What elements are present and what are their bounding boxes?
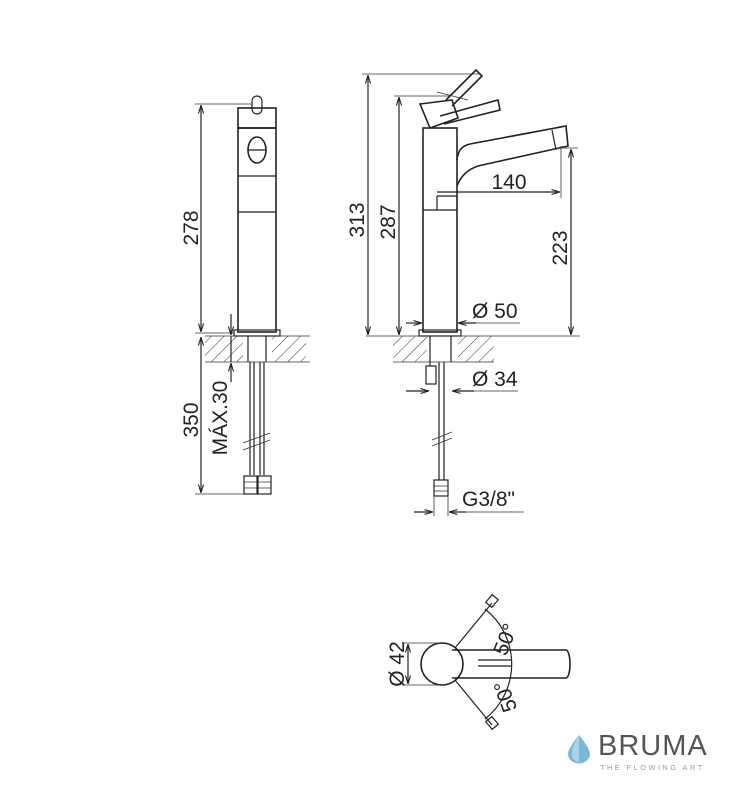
- side-lever-top: [445, 68, 484, 107]
- front-hose-nut-right: [257, 475, 272, 495]
- side-spout: [456, 125, 569, 187]
- countertop-hatch-left: [205, 336, 243, 362]
- side-fixing-nut: [425, 365, 437, 385]
- side-view: [362, 68, 580, 516]
- brand-name: BRUMA: [598, 730, 708, 762]
- side-lever-bar: [439, 99, 501, 125]
- dim-287: 287: [377, 204, 400, 239]
- front-base-ring: [233, 329, 281, 337]
- top-view: [402, 593, 571, 731]
- countertop-hatch-right: [272, 336, 306, 362]
- side-body: [422, 127, 458, 333]
- front-body: [237, 127, 277, 333]
- top-lever-upper: [484, 593, 500, 609]
- side-base-ring: [418, 329, 462, 337]
- side-countertop-hatch-left: [393, 336, 427, 362]
- front-hose-nut-left: [243, 475, 258, 495]
- top-spout: [452, 649, 571, 679]
- dim-278: 278: [180, 210, 203, 245]
- side-hose-nut: [433, 479, 449, 497]
- dim-diameter-34: Ø 34: [472, 368, 518, 391]
- dim-313: 313: [346, 202, 369, 237]
- front-view: [195, 95, 310, 495]
- brand-tagline: THE FLOWING ART: [600, 763, 705, 772]
- dim-max-30: MÁX.30: [209, 381, 232, 456]
- dim-140: 140: [491, 171, 526, 194]
- dim-g3-8: G3/8": [462, 488, 515, 511]
- dim-rotation-right: 50°: [489, 621, 522, 659]
- dim-223: 223: [549, 230, 572, 265]
- dim-350: 350: [180, 402, 203, 437]
- top-body-circle: [420, 642, 464, 686]
- top-rotation-arc: [484, 608, 513, 720]
- dim-diameter-42: Ø 42: [386, 641, 409, 687]
- water-drop-icon: [568, 735, 590, 764]
- front-lever-knob: [251, 95, 263, 115]
- dim-diameter-50: Ø 50: [472, 300, 518, 323]
- side-countertop-hatch-right: [458, 336, 494, 362]
- brand-logo: BRUMA THE FLOWING ART: [566, 728, 726, 778]
- top-lever-lower: [484, 715, 500, 731]
- side-handle: [418, 99, 460, 130]
